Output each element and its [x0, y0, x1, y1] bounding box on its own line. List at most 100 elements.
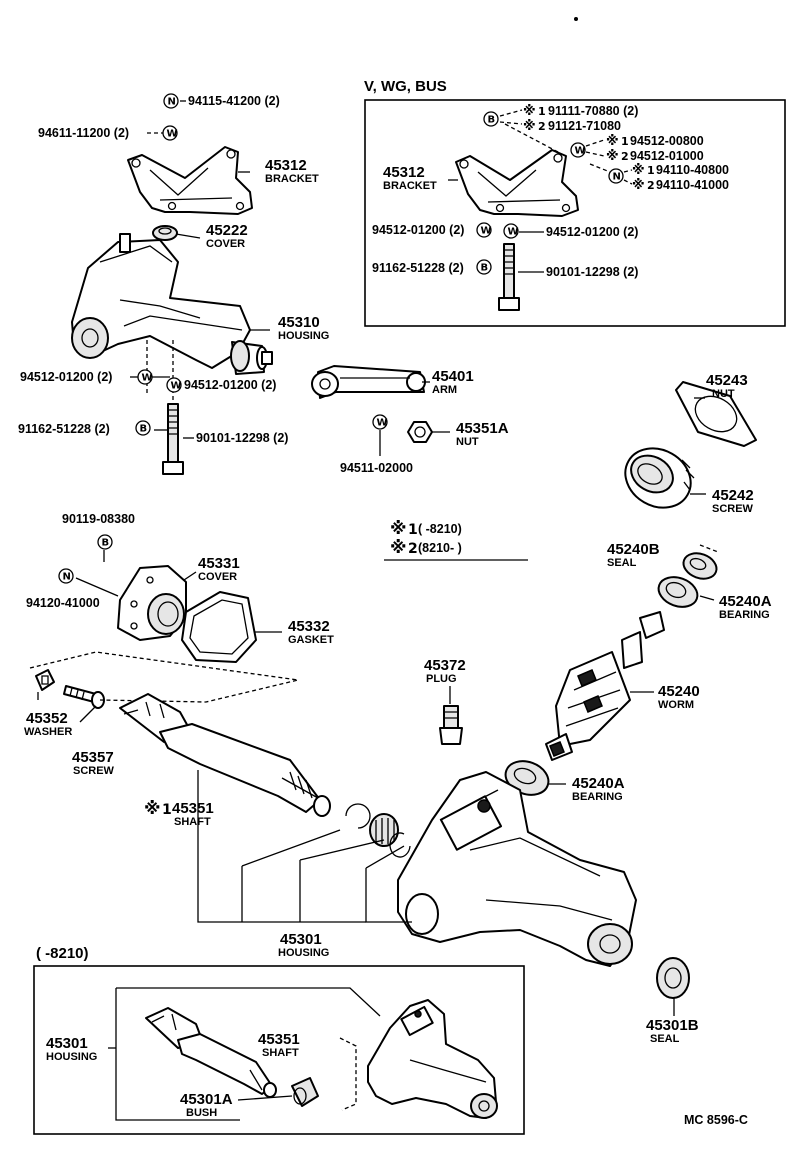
svg-text:※: ※ — [523, 104, 536, 119]
svg-text:※: ※ — [632, 163, 645, 178]
svg-text:2: 2 — [538, 120, 546, 133]
label-45310: 45310 — [278, 314, 320, 331]
ref-91162: 91162-51228 (2) B — [18, 420, 151, 436]
svg-text:B: B — [488, 115, 496, 126]
label-45351: ※ 1 45351 — [144, 799, 214, 819]
box-label-45312: 45312 — [383, 164, 425, 181]
svg-text:90119-08380: 90119-08380 — [62, 512, 135, 526]
name-45301B: SEAL — [650, 1033, 680, 1045]
ref-90119: 90119-08380 B — [62, 512, 135, 550]
box-ref-91121: ※ 2 91121-71080 — [523, 119, 621, 134]
label-45301: 45301 — [280, 931, 322, 948]
washer-94511: W — [372, 414, 388, 430]
snap-ring — [345, 803, 371, 829]
box-ref-94512-left: 94512-01200 (2) W — [372, 222, 492, 238]
svg-text:94110-40800: 94110-40800 — [656, 163, 729, 177]
label-45332: 45332 — [288, 618, 330, 635]
bracket-45312-group — [127, 146, 253, 241]
svg-text:2: 2 — [647, 179, 655, 192]
label-45242: 45242 — [712, 487, 754, 504]
svg-text:W: W — [171, 381, 182, 392]
ref-94512-left: 94512-01200 (2) W — [20, 369, 153, 385]
breather-plug — [119, 233, 131, 253]
label-45351A: 45351A — [456, 420, 509, 437]
name-45351A: NUT — [456, 436, 479, 448]
housing-45310 — [71, 233, 273, 375]
label-45240A-lower: 45240A — [572, 775, 625, 792]
name-45242: SCREW — [712, 503, 754, 515]
washer-45352 — [35, 669, 55, 691]
svg-text:91162-51228 (2): 91162-51228 (2) — [18, 422, 110, 436]
box-ref-N-group: N ※ 1 94110-40800 ※ 2 94110-41000 — [589, 163, 729, 193]
name-45312: BRACKET — [265, 173, 319, 185]
svg-text:94115-41200 (2): 94115-41200 (2) — [188, 94, 280, 108]
needle-bearing — [369, 813, 399, 847]
name-45240B: SEAL — [607, 557, 637, 569]
inset-label-45301: 45301 — [46, 1035, 88, 1052]
ref-94611: 94611-11200 (2) W — [38, 125, 178, 141]
svg-text:94512-01200 (2): 94512-01200 (2) — [372, 223, 464, 237]
seal-45240B — [682, 552, 718, 580]
worm-45240 — [545, 611, 665, 761]
svg-text:91121-71080: 91121-71080 — [548, 119, 621, 133]
ref-94511: 94511-02000 — [340, 461, 413, 475]
svg-text:N: N — [168, 97, 176, 108]
svg-text:94512-01200 (2): 94512-01200 (2) — [184, 378, 276, 392]
gasket-45332 — [181, 591, 257, 663]
svg-text:94120-41000: 94120-41000 — [26, 596, 100, 610]
box-ref-B: B — [483, 109, 559, 153]
svg-text:94110-41000: 94110-41000 — [656, 178, 729, 192]
shaft-45351 — [119, 693, 331, 817]
label-45357: 45357 — [72, 749, 114, 766]
screw-45357 — [63, 685, 105, 709]
ref-90101: 90101-12298 (2) — [196, 431, 288, 445]
inset-name-45351: SHAFT — [262, 1047, 299, 1059]
svg-text:W: W — [575, 146, 586, 157]
inset-shaft-45351 — [145, 1007, 277, 1098]
arm-45401 — [311, 365, 426, 399]
box-name-45312: BRACKET — [383, 180, 437, 192]
inset-label-45351: 45351 — [258, 1031, 300, 1048]
svg-text:90101-12298 (2): 90101-12298 (2) — [546, 265, 638, 279]
svg-text:※: ※ — [390, 519, 407, 539]
name-45372: PLUG — [426, 673, 457, 685]
box-ref-91111: ※ 1 91111-70880 (2) — [523, 104, 638, 119]
label-45352: 45352 — [26, 710, 68, 727]
svg-text:94512-01200 (2): 94512-01200 (2) — [20, 370, 112, 384]
svg-text:B: B — [481, 263, 489, 274]
svg-text:W: W — [481, 226, 492, 237]
nut-45351A — [407, 421, 433, 443]
svg-text:94512-00800: 94512-00800 — [630, 134, 704, 148]
plug-45372 — [439, 705, 463, 745]
inset-housing-45301 — [367, 999, 498, 1119]
variant-box — [364, 99, 786, 327]
name-45310: HOUSING — [278, 330, 329, 342]
name-45222: COVER — [206, 238, 245, 250]
inset-name-45301A: BUSH — [186, 1107, 217, 1119]
svg-text:B: B — [102, 538, 110, 549]
svg-text:※: ※ — [144, 799, 161, 819]
label-45401: 45401 — [432, 368, 474, 385]
name-45240: WORM — [658, 699, 694, 711]
svg-text:N: N — [63, 572, 71, 583]
svg-text:※: ※ — [606, 149, 619, 164]
legend: ※ 1 ( -8210) ※ 2 (8210- ) — [384, 519, 528, 561]
svg-text:2: 2 — [621, 150, 629, 163]
box-bolt-90101: 90101-12298 (2) — [498, 243, 638, 311]
svg-text:( -8210): ( -8210) — [418, 522, 462, 536]
label-45240A-upper: 45240A — [719, 593, 772, 610]
label-45312: 45312 — [265, 157, 307, 174]
svg-text:W: W — [377, 418, 388, 429]
ref-94120: N 94120-41000 — [26, 568, 100, 610]
svg-text:1: 1 — [408, 522, 418, 538]
housing-45301 — [397, 771, 637, 967]
svg-text:94611-11200 (2): 94611-11200 (2) — [38, 126, 129, 140]
box-ref-94512-right: W 94512-01200 (2) — [503, 223, 638, 239]
svg-text:1: 1 — [162, 802, 172, 818]
svg-text:91162-51228 (2): 91162-51228 (2) — [372, 261, 464, 275]
name-45357: SCREW — [73, 765, 115, 777]
name-45331: COVER — [198, 571, 237, 583]
svg-text:N: N — [613, 172, 621, 183]
name-45243: NUT — [712, 388, 735, 400]
name-45351: SHAFT — [174, 816, 211, 828]
